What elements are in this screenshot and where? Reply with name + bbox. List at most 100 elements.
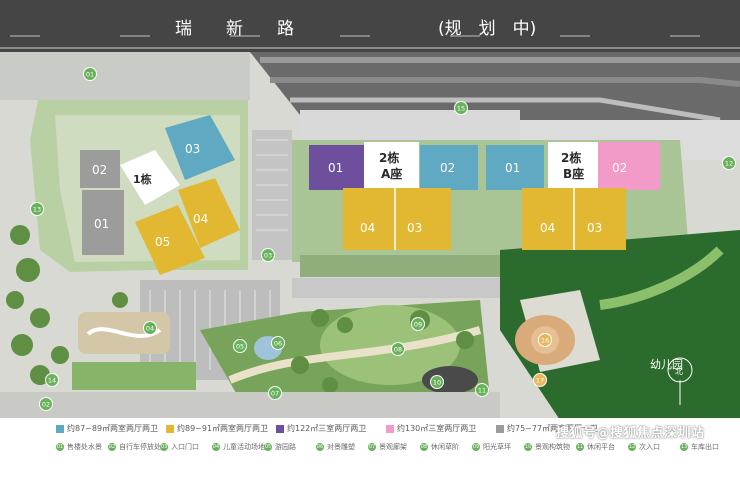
building-1-unit-05-label: 05 xyxy=(155,235,170,249)
facility-marker-12: 12 xyxy=(722,156,736,170)
building-1-unit-02 xyxy=(80,150,120,188)
building-2a-unit-03-label: 03 xyxy=(407,221,422,235)
facility-marker-label: 11 xyxy=(478,387,486,395)
facility-legend-number: 09 xyxy=(472,443,480,451)
facility-legend-number: 05 xyxy=(264,443,272,451)
facility-marker-11: 11 xyxy=(475,383,489,397)
watermark: 搜狐号@搜狐焦点深圳站 xyxy=(556,426,705,441)
facility-marker-label: 08 xyxy=(394,346,402,354)
facility-marker-01: 01 xyxy=(83,67,97,81)
facility-legend-text: 次入口 xyxy=(639,443,660,451)
facility-marker-10: 10 xyxy=(430,375,444,389)
facility-legend-text: 游园路 xyxy=(275,443,296,451)
facility-legend-text: 车库出口 xyxy=(691,443,719,451)
building-1-unit-02-label: 02 xyxy=(92,163,107,177)
facility-legend-text: 自行车停放处 xyxy=(119,443,161,451)
legend-text: 约87~89㎡两室两厅两卫 xyxy=(67,424,159,433)
facility-marker-03: 03 xyxy=(261,248,275,262)
building-1: 02 01 03 04 05 1栋 xyxy=(80,115,240,275)
legend-text: 约122㎡三室两厅两卫 xyxy=(287,424,367,433)
building-1-unit-01-label: 01 xyxy=(94,217,109,231)
building-2a-core xyxy=(364,142,419,192)
facility-legend-number: 03 xyxy=(160,443,168,451)
building-2b: 01 02 04 03 2栋 B座 xyxy=(486,142,660,250)
building-1-label: 1栋 xyxy=(133,172,152,186)
facility-marker-label: 07 xyxy=(271,390,279,398)
facility-legend-number: 06 xyxy=(316,443,324,451)
legend-text: 约89~91㎡两室两厅两卫 xyxy=(177,424,269,433)
facility-marker-label: 15 xyxy=(457,105,465,113)
building-1-core xyxy=(120,150,180,205)
facility-marker-label: 13 xyxy=(33,206,41,214)
facility-legend-text: 休闲平台 xyxy=(587,443,615,451)
facility-marker-label: 14 xyxy=(48,377,56,385)
site-plan-map: 瑞 新 路 (规 划 中) 幼儿园 xyxy=(0,0,740,420)
road-surface xyxy=(0,0,740,52)
building-1-unit-04-label: 04 xyxy=(193,212,208,226)
building-2b-unit-01-label: 01 xyxy=(505,161,520,175)
building-2a-unit-02 xyxy=(420,145,478,190)
building-1-unit-01 xyxy=(82,190,124,255)
facility-legend-text: 景观构筑物 xyxy=(535,443,570,451)
facility-legend-text: 入口门口 xyxy=(171,443,199,451)
building-1-unit-03-label: 03 xyxy=(185,142,200,156)
unit-legend-item: 约89~91㎡两室两厅两卫 xyxy=(166,423,268,434)
facility-marker-16: 16 xyxy=(538,333,552,347)
building-2a-unit-01-label: 01 xyxy=(328,161,343,175)
legend-text: 约130㎡三室两厅两卫 xyxy=(397,424,477,433)
facility-marker-label: 01 xyxy=(86,71,94,79)
road-status: (规 划 中) xyxy=(438,19,536,39)
kindergarten-label: 幼儿园 xyxy=(650,358,683,371)
building-2b-core xyxy=(548,142,598,192)
facility-marker-label: 09 xyxy=(414,321,422,329)
facility-marker-14: 14 xyxy=(45,373,59,387)
unit-legend-item: 约130㎡三室两厅两卫 xyxy=(386,423,476,434)
building-2b-unit-02-label: 02 xyxy=(612,161,627,175)
facility-legend-text: 阳光草坪 xyxy=(483,443,511,451)
building-2a-unit-04-03 xyxy=(343,188,451,250)
facility-marker-04: 04 xyxy=(143,321,157,335)
legend-swatch xyxy=(496,424,504,433)
legend-swatch xyxy=(386,424,394,433)
facility-legend-number: 02 xyxy=(108,443,116,451)
facility-legend-text: 售楼处水景 xyxy=(67,443,102,451)
facility-marker-13: 13 xyxy=(30,202,44,216)
facility-legend-text: 对景雕塑 xyxy=(327,443,355,451)
facility-marker-06: 06 xyxy=(271,336,285,350)
facility-marker-17: 17 xyxy=(533,373,547,387)
legend-swatch xyxy=(56,424,64,433)
unit-legend-item: 约75~77㎡两室两厅一卫 xyxy=(496,423,598,434)
unit-legend-item: 约87~89㎡两室两厅两卫 xyxy=(56,423,158,434)
facility-marker-label: 10 xyxy=(433,379,441,387)
building-2b-label-line2: B座 xyxy=(563,166,584,181)
facility-marker-label: 06 xyxy=(274,340,282,348)
building-2a-label-line2: A座 xyxy=(381,166,402,181)
legend-swatch xyxy=(276,424,284,433)
unit-type-legend: 约87~89㎡两室两厅两卫 约89~91㎡两室两厅两卫 约122㎡三室两厅两卫 约13… xyxy=(56,423,736,437)
building-2a: 01 02 04 03 2栋 A座 xyxy=(309,142,478,250)
facility-marker-label: 17 xyxy=(536,377,544,385)
facility-markers: 01 02 03 04 05 06 07 08 09 10 11 12 13 14 15 16 17 xyxy=(30,67,736,411)
facility-legend-number: 13 xyxy=(680,443,688,451)
legend-text: 约75~77㎡两室两厅一卫 xyxy=(507,424,599,433)
legend: 约87~89㎡两室两厅两卫 约89~91㎡两室两厅两卫 约122㎡三室两厅两卫 约13… xyxy=(0,418,740,479)
building-2a-label-line1: 2栋 xyxy=(379,150,399,165)
facility-marker-08: 08 xyxy=(391,342,405,356)
facility-marker-15: 15 xyxy=(454,101,468,115)
building-2b-unit-04-label: 04 xyxy=(540,221,555,235)
road-name: 瑞 新 路 xyxy=(175,19,294,39)
facility-marker-label: 02 xyxy=(42,401,50,409)
building-2a-unit-02-label: 02 xyxy=(440,161,455,175)
legend-swatch xyxy=(166,424,174,433)
facility-marker-label: 03 xyxy=(264,252,272,260)
